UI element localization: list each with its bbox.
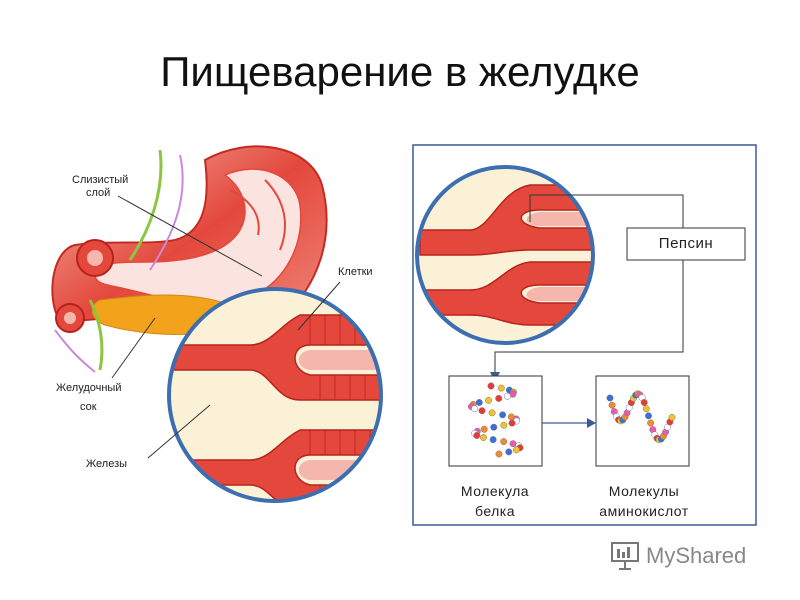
molecule-bead: [488, 409, 496, 417]
molecule-bead: [640, 399, 648, 406]
molecule-bead: [490, 423, 498, 431]
molecule-bead: [505, 448, 513, 456]
molecule-bead: [500, 438, 508, 446]
molecule-bead: [480, 425, 488, 433]
label-cells: Клетки: [338, 266, 373, 278]
molecule-bead: [668, 413, 676, 421]
leader-lines: [111, 195, 341, 459]
label-mucosa: Слизистый слой: [72, 174, 129, 199]
presentation-icon: [611, 542, 639, 570]
molecule-bead: [512, 446, 520, 454]
protein-molecule-box: [448, 375, 543, 467]
molecule-bead: [509, 440, 517, 448]
label-gastric-juice: Желудочный сок: [56, 382, 122, 413]
watermark: MyShared: [606, 535, 766, 575]
molecule-bead: [647, 419, 655, 427]
pepsin-connectors: [494, 194, 684, 376]
page-title: Пищеварение в желудке: [160, 48, 640, 95]
molecule-bead: [508, 419, 516, 427]
molecule-bead: [487, 382, 495, 390]
molecule-bead: [499, 411, 507, 419]
molecule-bead: [608, 401, 616, 409]
pepsin-label: Пепсин: [658, 235, 714, 252]
molecule-bead: [503, 392, 511, 400]
molecule-bead: [478, 407, 486, 415]
right-panel-frame: [412, 144, 757, 526]
pepsin-box: [626, 227, 746, 261]
molecule-bead: [489, 436, 497, 444]
molecule-bead: [495, 450, 503, 458]
molecule-bead: [645, 412, 652, 420]
molecule-bead: [485, 396, 492, 404]
amino-acids-box: [595, 375, 690, 467]
molecule-bead: [471, 405, 479, 413]
molecule-bead: [495, 394, 503, 402]
watermark-text: MyShared: [646, 543, 747, 568]
molecule-bead: [473, 432, 481, 439]
molecule-bead: [497, 384, 505, 392]
right-cells-magnifier: [415, 165, 595, 345]
protein-molecule-beads: [467, 382, 524, 458]
molecule-bead: [480, 434, 487, 441]
molecule-bead: [642, 405, 650, 413]
molecule-bead: [500, 421, 508, 429]
amino-acid-beads: [606, 390, 676, 444]
amino-acids-label: Молекулы аминокислот: [599, 483, 689, 519]
protein-molecule-label: Молекула белка: [460, 483, 530, 519]
label-glands: Железы: [86, 458, 128, 470]
molecule-bead: [606, 394, 614, 402]
molecule-bead: [475, 399, 483, 406]
cells-magnifier: [167, 287, 383, 503]
